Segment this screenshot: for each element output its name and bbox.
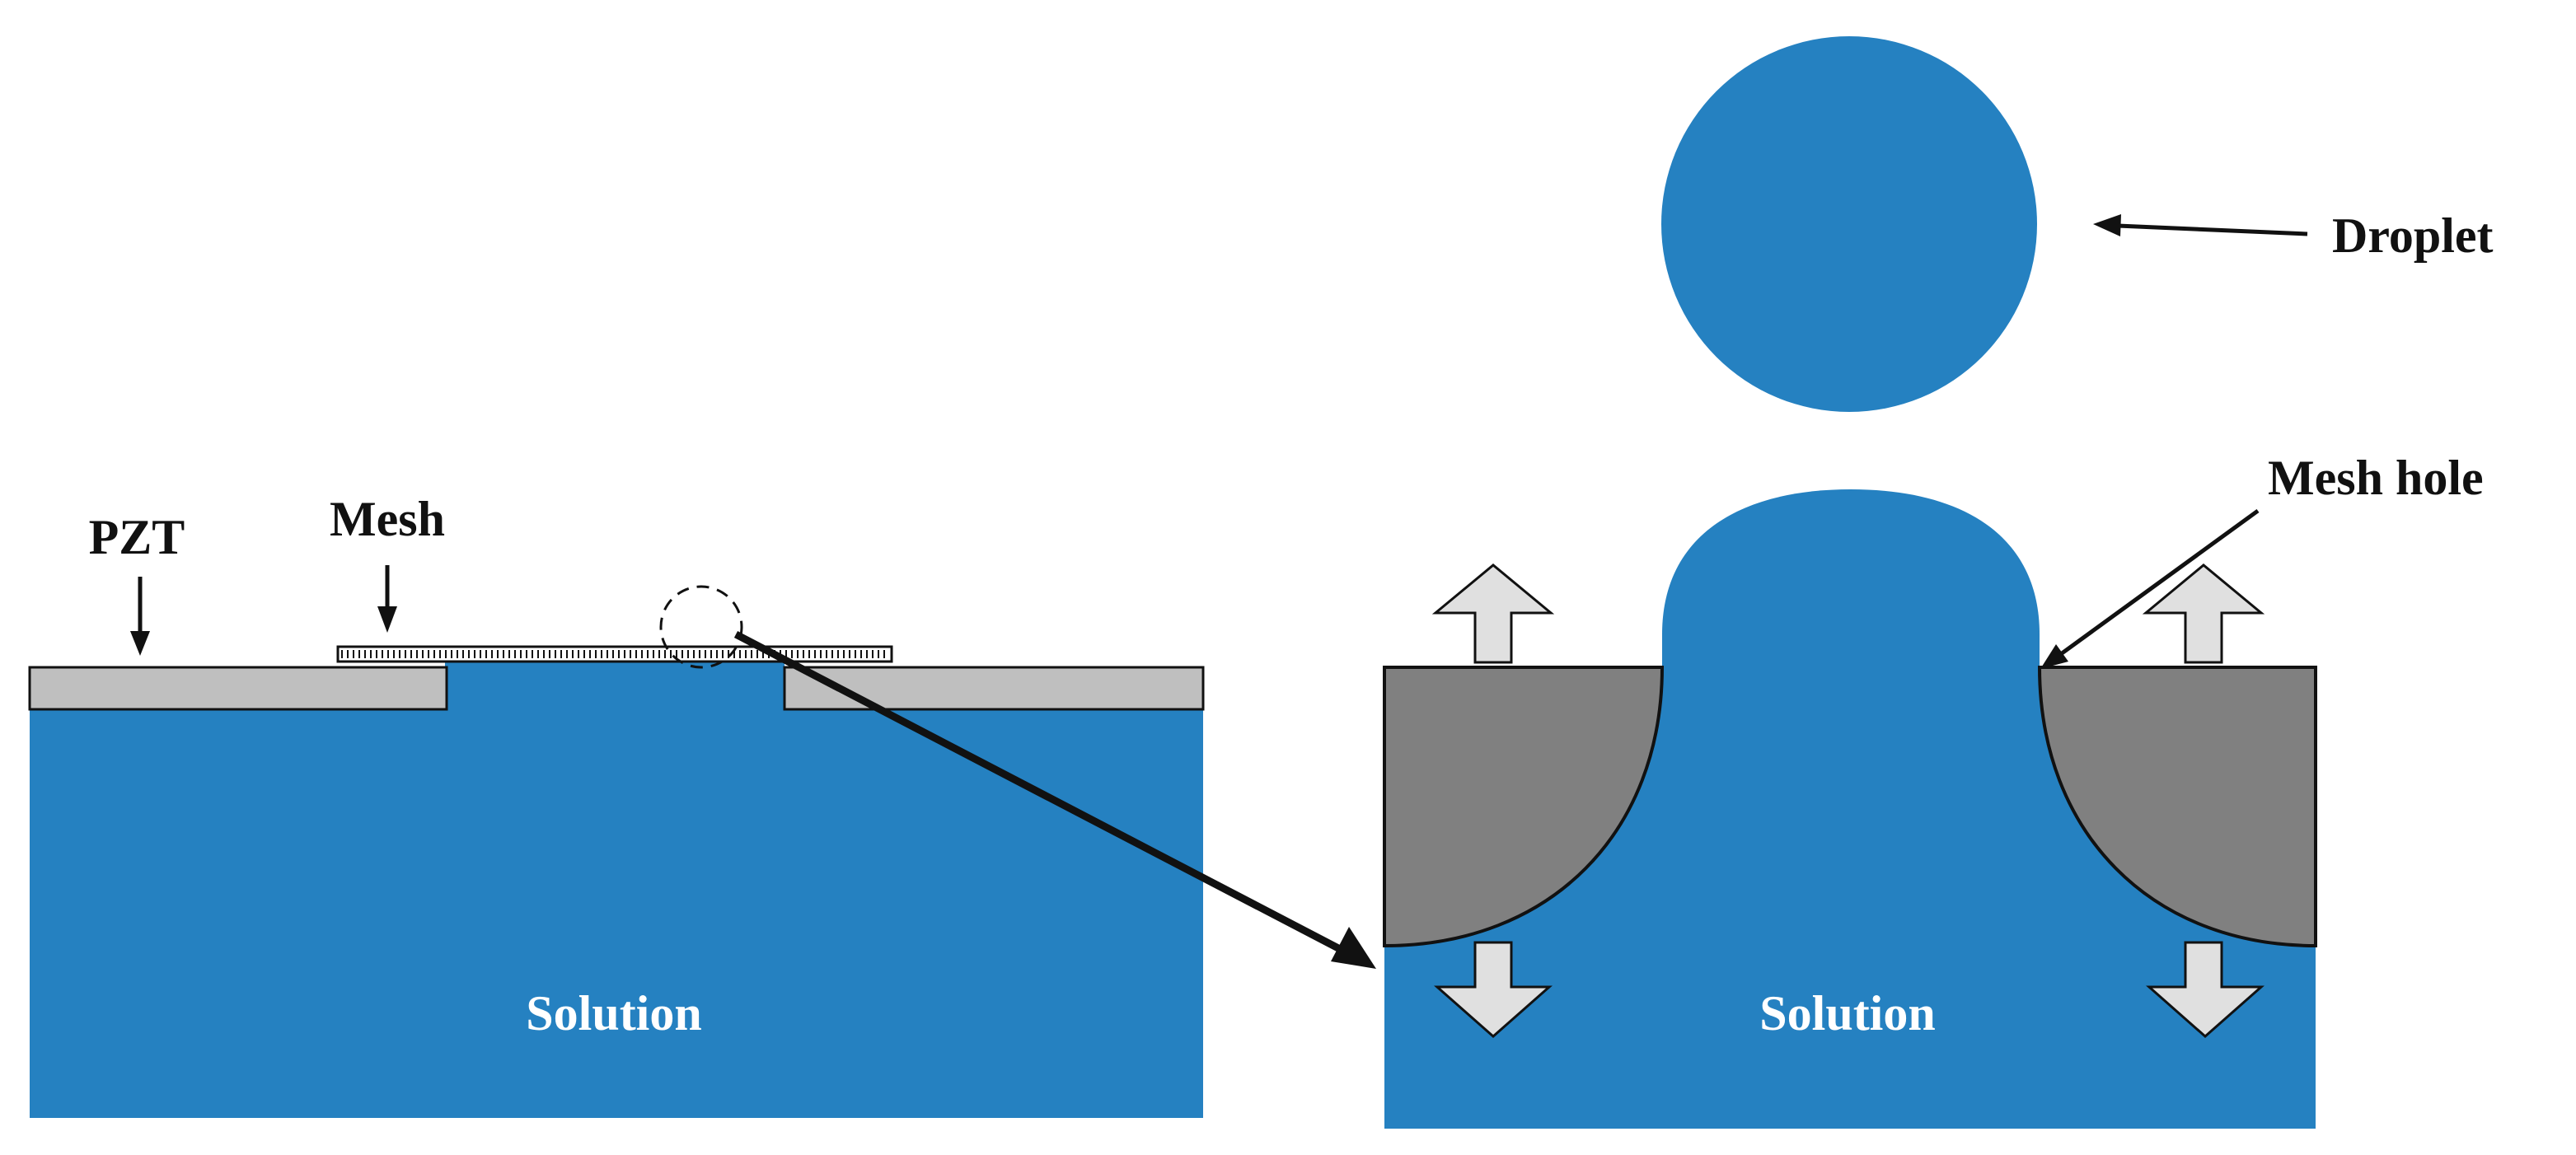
vibration-down-arrow-left xyxy=(1434,941,1553,1039)
droplet-label: Droplet xyxy=(2332,208,2494,263)
solution-under-mesh xyxy=(445,661,785,707)
vibration-up-arrow-right xyxy=(2142,563,2265,664)
solution-meniscus xyxy=(1662,489,2040,669)
mesh-plate xyxy=(336,645,893,663)
left-panel: PZT Mesh Solution xyxy=(28,492,1205,1118)
vibration-down-arrow-right xyxy=(2146,941,2265,1039)
mesh-hole-pointer-arrow xyxy=(2040,508,2260,669)
solution-reservoir-left xyxy=(30,704,1203,1118)
mesh-wall-right xyxy=(2037,666,2317,948)
pzt-pointer-arrow xyxy=(130,577,150,656)
solution-label-right: Solution xyxy=(1759,986,1935,1040)
vibration-up-arrow-left xyxy=(1431,563,1555,664)
pzt-label: PZT xyxy=(89,510,185,564)
droplet-pointer-arrow xyxy=(2093,214,2308,236)
mesh-label: Mesh xyxy=(330,492,445,546)
pzt-plate-right xyxy=(783,666,1205,711)
pzt-plate-left xyxy=(28,666,448,711)
magnified-region-circle xyxy=(659,585,743,669)
mesh-pointer-arrow xyxy=(377,565,397,633)
droplet xyxy=(1661,36,2037,412)
right-panel: Droplet Mesh hole Solution xyxy=(1383,36,2494,1129)
mesh-hole-label: Mesh hole xyxy=(2268,451,2484,505)
mesh-wall-left xyxy=(1383,666,1665,948)
zoom-arrow xyxy=(733,631,1376,969)
solution-label-left: Solution xyxy=(526,986,701,1040)
